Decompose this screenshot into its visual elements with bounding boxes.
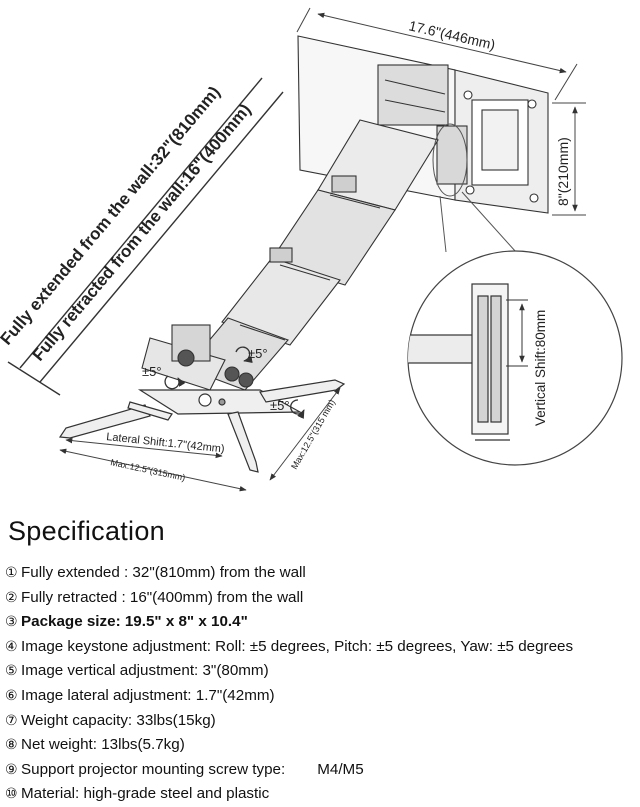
lateral-shift-label: Lateral Shift:1.7"(42mm) — [106, 431, 225, 455]
max-width-label: Max:12.5"(315mm) — [110, 457, 187, 483]
extension-dimension — [7, 77, 284, 396]
spec-title: Specification — [8, 516, 165, 546]
bracket-dimensions — [59, 387, 341, 492]
width-dimension — [296, 7, 578, 101]
width-label: 17.6"(446mm) — [407, 17, 497, 52]
height-label: 8"(210mm) — [555, 137, 571, 206]
vertical-shift-detail: Vertical Shift:80mm — [407, 250, 623, 466]
fully-extended-label: Fully extended from the wall:32"(810mm) — [0, 83, 224, 349]
adjustment-head — [141, 324, 254, 391]
max-depth-label: Max:12.5"(315 mm) — [289, 398, 337, 471]
height-dimension — [552, 102, 586, 216]
fully-retracted-label: Fully retracted from the wall:16"(400mm) — [29, 100, 255, 364]
tilt-left-label: ±5° — [142, 364, 162, 379]
zoom-connector — [432, 123, 517, 253]
screw-type-value: M4/M5 — [317, 760, 364, 778]
telescopic-arm — [185, 119, 439, 391]
tilt-top-label: ±5° — [248, 346, 268, 361]
vertical-shift-label: Vertical Shift:80mm — [533, 310, 548, 426]
tilt-right-label: ±5° — [270, 398, 290, 413]
mount-diagram: 17.6"(446mm) 8"(210mm) Fully extended fr… — [0, 7, 623, 492]
